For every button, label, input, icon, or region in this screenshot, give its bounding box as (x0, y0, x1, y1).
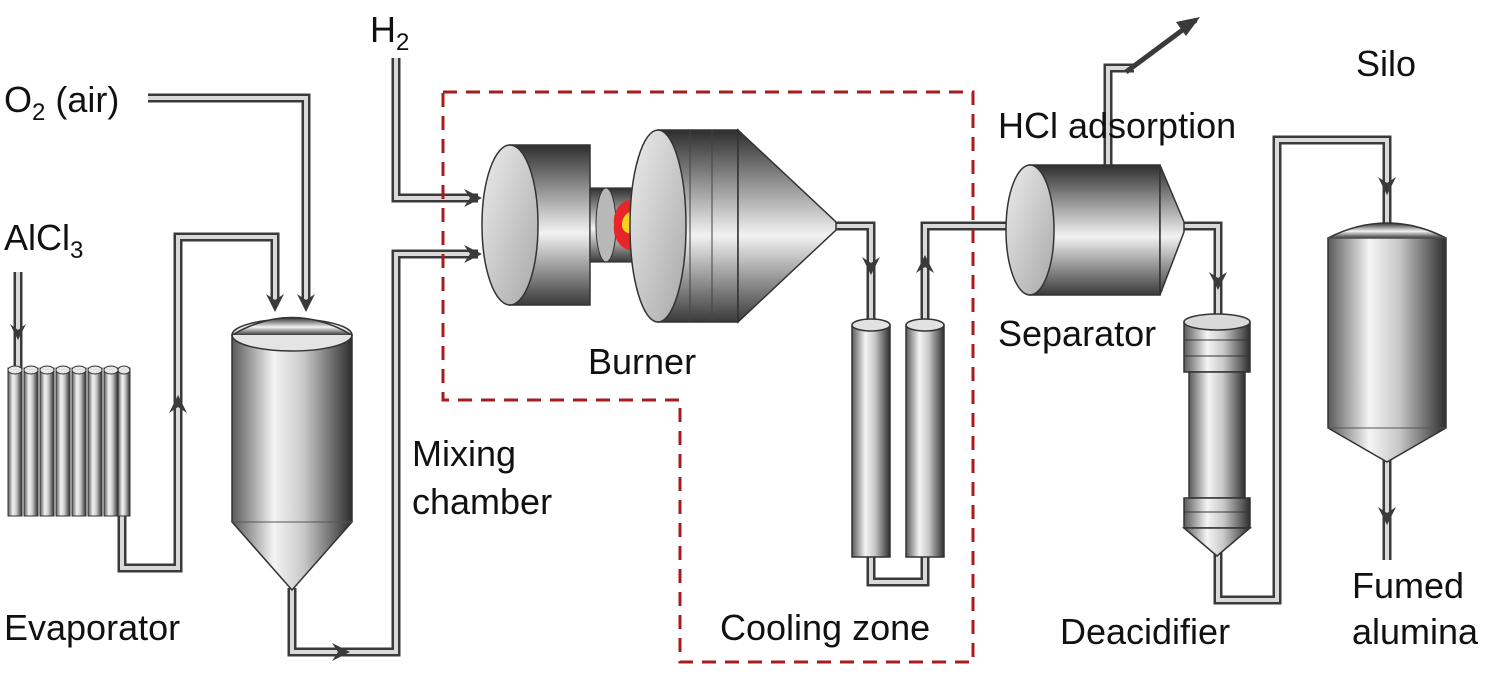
arrow-silo-out (1378, 507, 1396, 525)
flow-arrowheads (10, 177, 1396, 661)
silo-vessel (1327, 222, 1447, 463)
arrow-into-mixer-2 (297, 294, 315, 312)
label-alcl3: AlCl3 (4, 217, 83, 264)
arrow-h2-into-burner (464, 189, 482, 207)
labels: H2 O2 (air) AlCl3 Evaporator Mixing cham… (4, 9, 1479, 652)
label-mixing-chamber-line2: chamber (412, 481, 552, 522)
arrow-mix-into-burner (464, 245, 482, 263)
arrow-mixer-out (332, 643, 350, 661)
arrow-into-silo (1378, 177, 1396, 195)
arrow-evap-up (169, 395, 187, 413)
arrow-to-deacidifier (1209, 272, 1227, 290)
label-deacidifier: Deacidifier (1060, 611, 1230, 652)
arrow-alcl3-in (10, 324, 26, 340)
label-h2: H2 (370, 9, 409, 56)
burner-region-boundary (441, 90, 975, 664)
label-fumed-alumina-line2: alumina (1352, 611, 1479, 652)
label-silo: Silo (1356, 43, 1416, 84)
evaporator-coil (7, 365, 131, 517)
arrow-cool-down (862, 257, 880, 275)
hcl-vent-arrowhead (1176, 17, 1200, 36)
arrow-cool-up (916, 255, 934, 273)
label-burner: Burner (588, 341, 696, 382)
label-fumed-alumina-line1: Fumed (1352, 565, 1464, 606)
arrow-into-mixer-1 (266, 294, 284, 312)
label-hcl-adsorption: HCl adsorption (998, 105, 1236, 146)
label-cooling-zone: Cooling zone (720, 607, 930, 648)
label-separator: Separator (998, 313, 1156, 354)
pipe-network-highlight (16, 58, 1389, 654)
deacidifier-column (1181, 313, 1253, 557)
cooling-tubes (851, 318, 945, 558)
separator-unit (1005, 164, 1185, 296)
burner-unit (481, 128, 837, 324)
mixing-chamber-vessel (231, 316, 353, 592)
label-o2-air: O2 (air) (4, 79, 119, 126)
label-evaporator: Evaporator (4, 607, 180, 648)
label-mixing-chamber-line1: Mixing (412, 433, 516, 474)
